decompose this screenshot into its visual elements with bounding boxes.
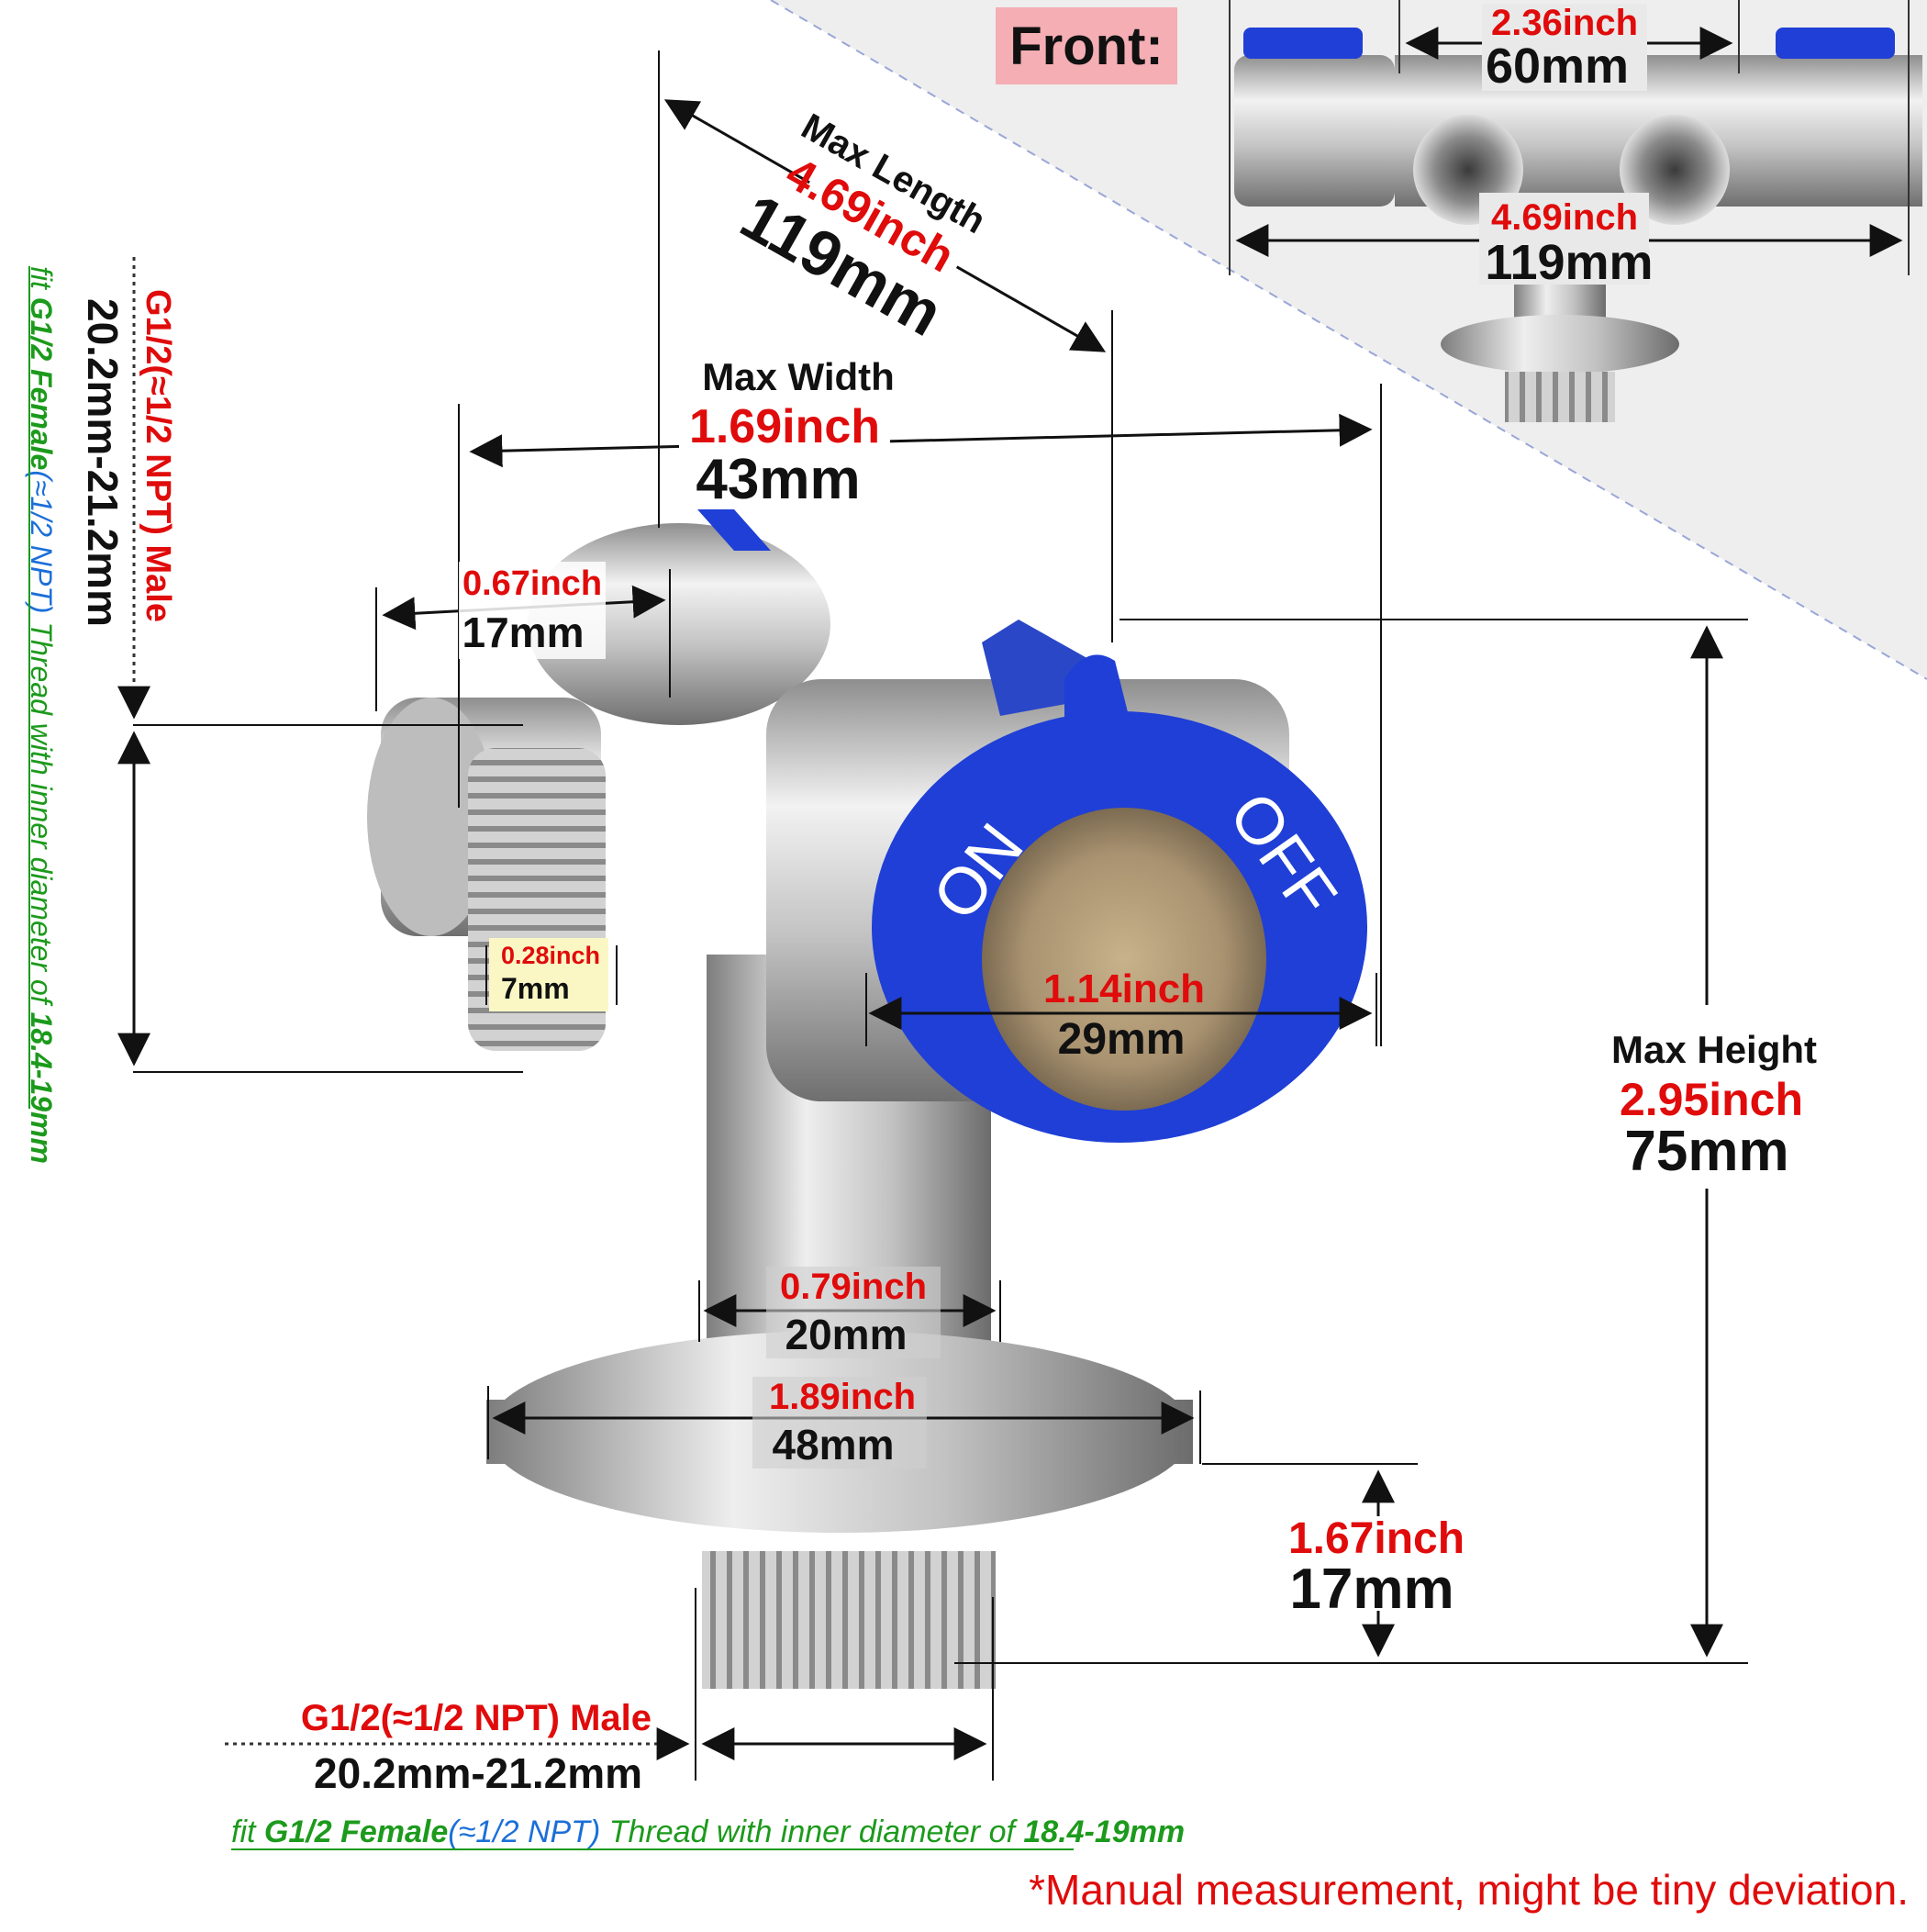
thread-length-label-bg xyxy=(489,938,608,1011)
bottom-height-mm: 17mm xyxy=(1289,1558,1454,1621)
max-length-label: Max Length 4.69inch 119mm xyxy=(730,106,997,354)
flange-label-bg xyxy=(752,1377,927,1469)
max-height-inch: 2.95inch xyxy=(1620,1074,1803,1125)
front-left-valve xyxy=(1234,55,1395,207)
stem-mm: 20mm xyxy=(785,1311,908,1358)
thread-length-inch: 0.28inch xyxy=(501,942,600,969)
flange-inch: 1.89inch xyxy=(769,1377,916,1417)
stem-inch: 0.79inch xyxy=(780,1267,927,1307)
max-width-arrow xyxy=(469,413,1373,468)
outlet-length-inch: 0.67inch xyxy=(462,564,602,603)
front-left-handle xyxy=(1243,28,1363,59)
handle-center xyxy=(982,808,1266,1111)
front-spacing-mm: 60mm xyxy=(1486,39,1629,94)
bottom-thread xyxy=(702,1551,996,1689)
max-height-mm: 75mm xyxy=(1624,1120,1788,1183)
front-thread xyxy=(1505,372,1615,422)
max-width-label-bg xyxy=(679,349,890,509)
outlet-length-mm: 17mm xyxy=(462,609,585,656)
front-view-inset: Front: 2.36inch 60mm 4.69inch 119mm xyxy=(770,0,1927,680)
measurement-note: *Manual measurement, might be tiny devia… xyxy=(1029,1866,1909,1914)
front-right-handle xyxy=(1776,28,1895,59)
stem-label-bg xyxy=(766,1267,941,1358)
bottom-thread-range: 20.2mm-21.2mm xyxy=(314,1749,642,1797)
front-right-valve xyxy=(1743,55,1922,207)
max-height-title: Max Height xyxy=(1611,1028,1817,1071)
max-width-inch: 1.69inch xyxy=(689,400,880,453)
max-width-mm: 43mm xyxy=(696,448,860,511)
bottom-thread-fit: fit G1/2 Female(≈1/2 NPT) Thread with in… xyxy=(231,1815,1185,1849)
max-length-label-bg xyxy=(760,114,997,354)
front-length-inch: 4.69inch xyxy=(1491,197,1638,238)
max-width-title: Max Width xyxy=(702,355,895,398)
side-outlet-rear-face xyxy=(367,698,496,936)
side-thread-spec: G1/2(≈1/2 NPT) Male xyxy=(139,289,177,622)
front-label-box xyxy=(996,7,1177,84)
bottom-height-inch: 1.67inch xyxy=(1288,1514,1465,1563)
dimension-annotations: Max Length 4.69inch 119mm Max Width 1.69… xyxy=(25,50,1817,1850)
handle-inner-mm: 29mm xyxy=(1058,1015,1186,1064)
front-label: Front: xyxy=(1009,17,1164,76)
bottom-thread-spec: G1/2(≈1/2 NPT) Male xyxy=(301,1698,652,1738)
valve-illustration: ON OFF xyxy=(367,509,1367,1689)
side-thread-range: 20.2mm-21.2mm xyxy=(79,298,127,627)
thread-length-mm: 7mm xyxy=(501,972,570,1005)
outlet-label-bg xyxy=(459,562,606,659)
front-spacing-inch: 2.36inch xyxy=(1491,3,1638,43)
front-length-label-bg xyxy=(1479,193,1649,285)
front-flange xyxy=(1441,315,1679,374)
front-spacing-label-bg xyxy=(1482,4,1647,91)
rear-valve-handle xyxy=(697,509,771,551)
handle-inner-inch: 1.14inch xyxy=(1043,966,1205,1011)
flange-mm: 48mm xyxy=(773,1421,895,1469)
front-length-mm: 119mm xyxy=(1485,235,1653,290)
